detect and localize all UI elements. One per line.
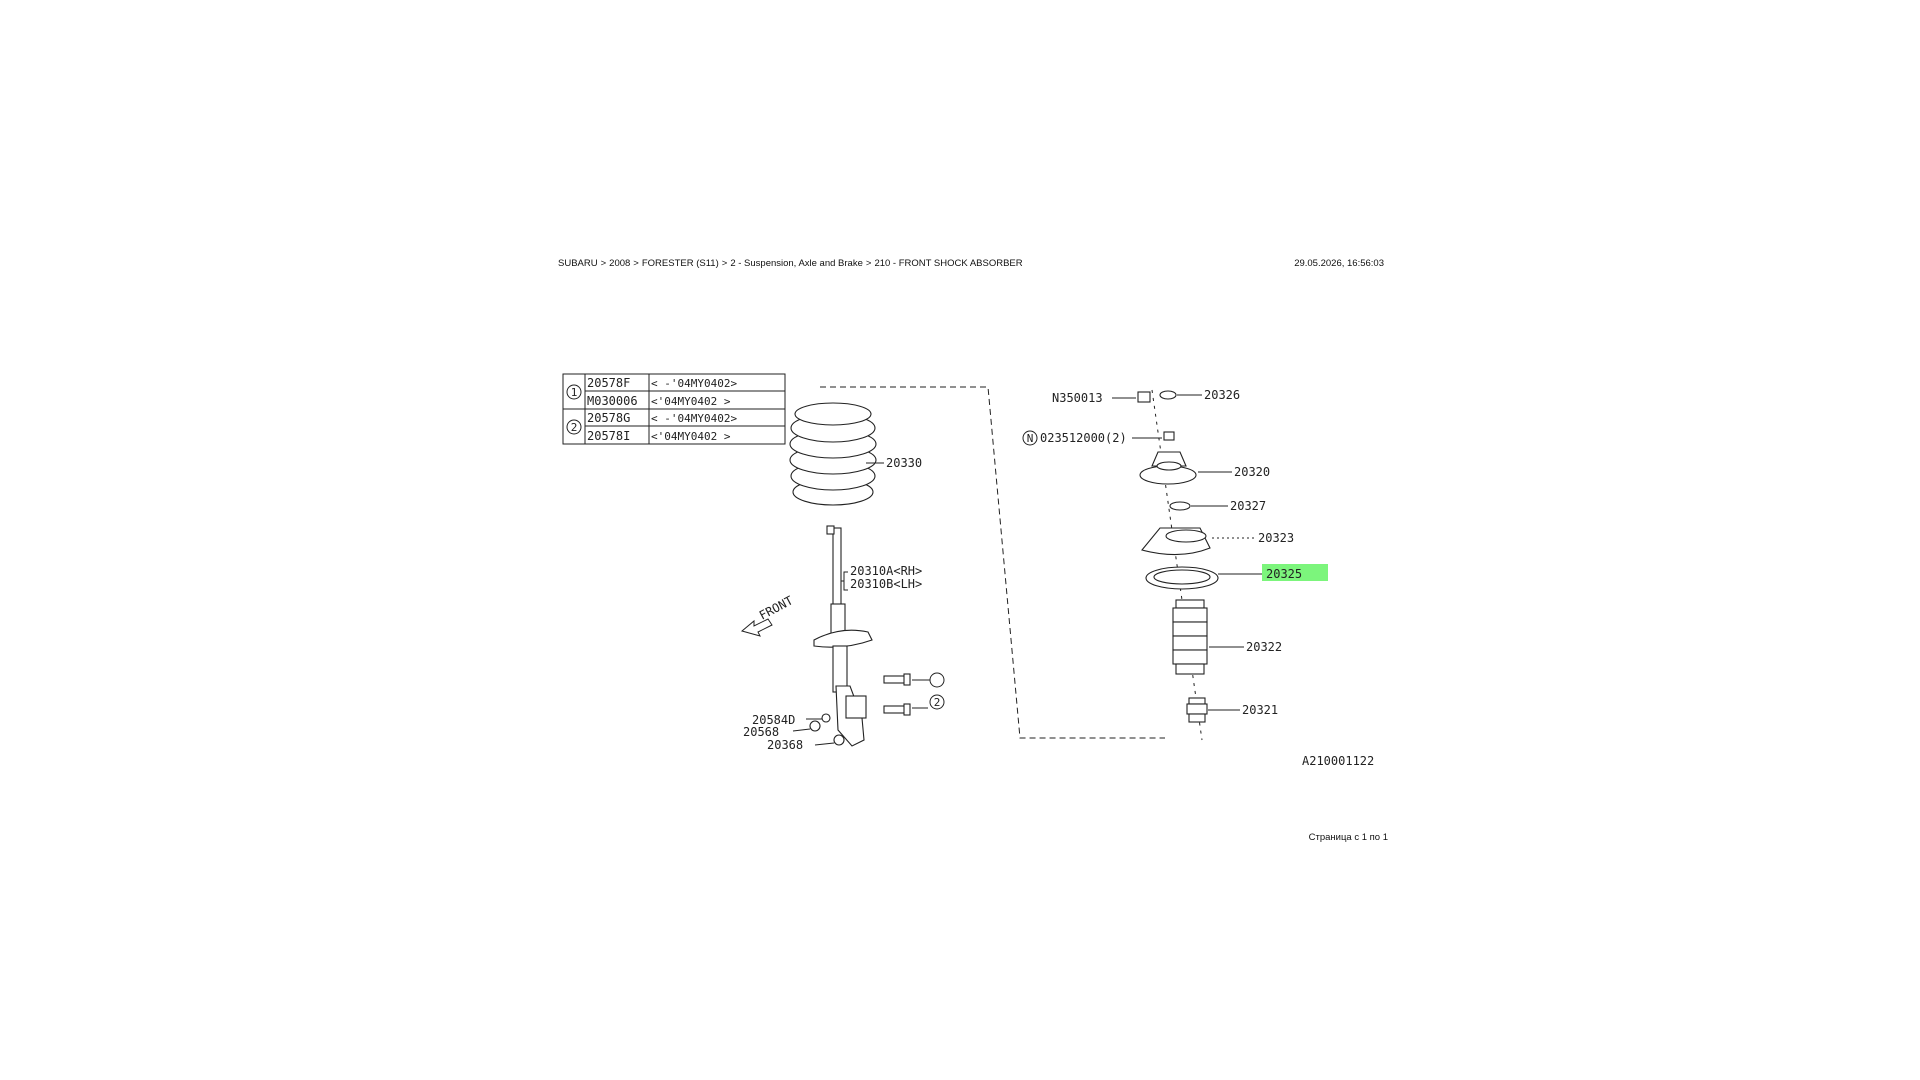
breadcrumb-item[interactable]: FORESTER (S11) xyxy=(641,258,719,269)
application-table: 1 2 20578F < -'04MY0402> M030006 <'04MY0… xyxy=(562,373,786,445)
breadcrumb-separator: > xyxy=(600,258,607,269)
part-highlight xyxy=(1262,564,1328,581)
strut-mount-20320[interactable] xyxy=(1139,451,1197,485)
breadcrumb-item[interactable]: 210 - FRONT SHOCK ABSORBER xyxy=(874,258,1023,269)
front-direction-arrow: FRONT xyxy=(740,593,795,637)
part-label-20322[interactable]: 20322 xyxy=(1246,640,1282,654)
breadcrumb-separator: > xyxy=(633,258,639,269)
bolt-lower[interactable] xyxy=(883,703,911,716)
table-range: < -'04MY0402> xyxy=(651,377,737,390)
part-label-20368[interactable]: 20368 xyxy=(767,738,803,752)
bump-stop-20321[interactable] xyxy=(1186,697,1208,723)
nut-20368[interactable] xyxy=(833,734,845,746)
table-marker: 2 xyxy=(571,421,578,434)
strut-assembly[interactable] xyxy=(813,525,873,747)
bolt-upper[interactable] xyxy=(883,673,911,686)
table-part-number[interactable]: 20578G xyxy=(587,411,630,425)
table-range: <'04MY0402 > xyxy=(651,395,731,408)
breadcrumb-item[interactable]: 2 - Suspension, Axle and Brake xyxy=(730,258,863,269)
dust-boot-20322[interactable] xyxy=(1172,599,1208,675)
coil-spring[interactable] xyxy=(789,402,877,506)
breadcrumb: SUBARU>2008>FORESTER (S11)>2 - Suspensio… xyxy=(558,258,1023,269)
print-timestamp: 29.05.2026, 16:56:03 xyxy=(1294,258,1384,269)
spring-seat-20325[interactable] xyxy=(1145,566,1219,590)
part-label-20321[interactable]: 20321 xyxy=(1242,703,1278,717)
part-label-20326[interactable]: 20326 xyxy=(1204,388,1240,402)
table-marker: 1 xyxy=(571,386,578,399)
breadcrumb-separator: > xyxy=(865,258,872,269)
nut-023512000[interactable] xyxy=(1163,431,1175,441)
leader-line xyxy=(792,728,811,732)
part-label-20310a[interactable]: 20310A<RH> xyxy=(850,564,922,578)
cap-washer-20326[interactable] xyxy=(1159,390,1177,400)
breadcrumb-separator: > xyxy=(721,258,728,269)
breadcrumb-item[interactable]: SUBARU xyxy=(558,258,598,269)
breadcrumb-item[interactable]: 2008 xyxy=(609,258,631,269)
part-label-20323[interactable]: 20323 xyxy=(1258,531,1294,545)
spring-seat-20323[interactable] xyxy=(1141,527,1211,556)
part-label-20320[interactable]: 20320 xyxy=(1234,465,1270,479)
part-label-20330[interactable]: 20330 xyxy=(886,456,922,470)
leader-line xyxy=(814,742,835,746)
washer-20327[interactable] xyxy=(1169,501,1191,511)
table-part-number[interactable]: M030006 xyxy=(587,394,638,408)
n-marker: N xyxy=(1027,432,1034,445)
callout-number: 2 xyxy=(934,696,941,709)
callout-circle-2 xyxy=(929,694,945,710)
part-label-20325[interactable]: 20325 xyxy=(1266,567,1302,581)
callout-marker-1 xyxy=(566,384,582,400)
part-label-20327[interactable]: 20327 xyxy=(1230,499,1266,513)
front-label: FRONT xyxy=(757,593,795,622)
callout-circle-1 xyxy=(929,672,945,688)
part-label-n350013[interactable]: N350013 xyxy=(1052,391,1103,405)
washer-20584d[interactable] xyxy=(821,713,831,723)
callout-marker-2 xyxy=(566,419,582,435)
washer-20568[interactable] xyxy=(809,720,821,732)
part-label-023512000[interactable]: 023512000(2) xyxy=(1040,431,1127,445)
table-range: < -'04MY0402> xyxy=(651,412,737,425)
part-label-20584d[interactable]: 20584D xyxy=(752,713,795,727)
part-label-20568[interactable]: 20568 xyxy=(743,725,779,739)
table-range: <'04MY0402 > xyxy=(651,430,731,443)
page-counter: Страница с 1 по 1 xyxy=(1308,832,1388,843)
assembly-axis xyxy=(1151,389,1203,741)
diagram-code: A210001122 xyxy=(1302,754,1374,768)
assembly-outline xyxy=(820,386,1165,739)
n-marker-circle xyxy=(1022,430,1038,446)
part-label-20310b[interactable]: 20310B<LH> xyxy=(850,577,922,591)
table-part-number[interactable]: 20578I xyxy=(587,429,630,443)
table-part-number[interactable]: 20578F xyxy=(587,376,630,390)
bracket xyxy=(843,571,848,591)
nut-n350013[interactable] xyxy=(1137,391,1151,403)
